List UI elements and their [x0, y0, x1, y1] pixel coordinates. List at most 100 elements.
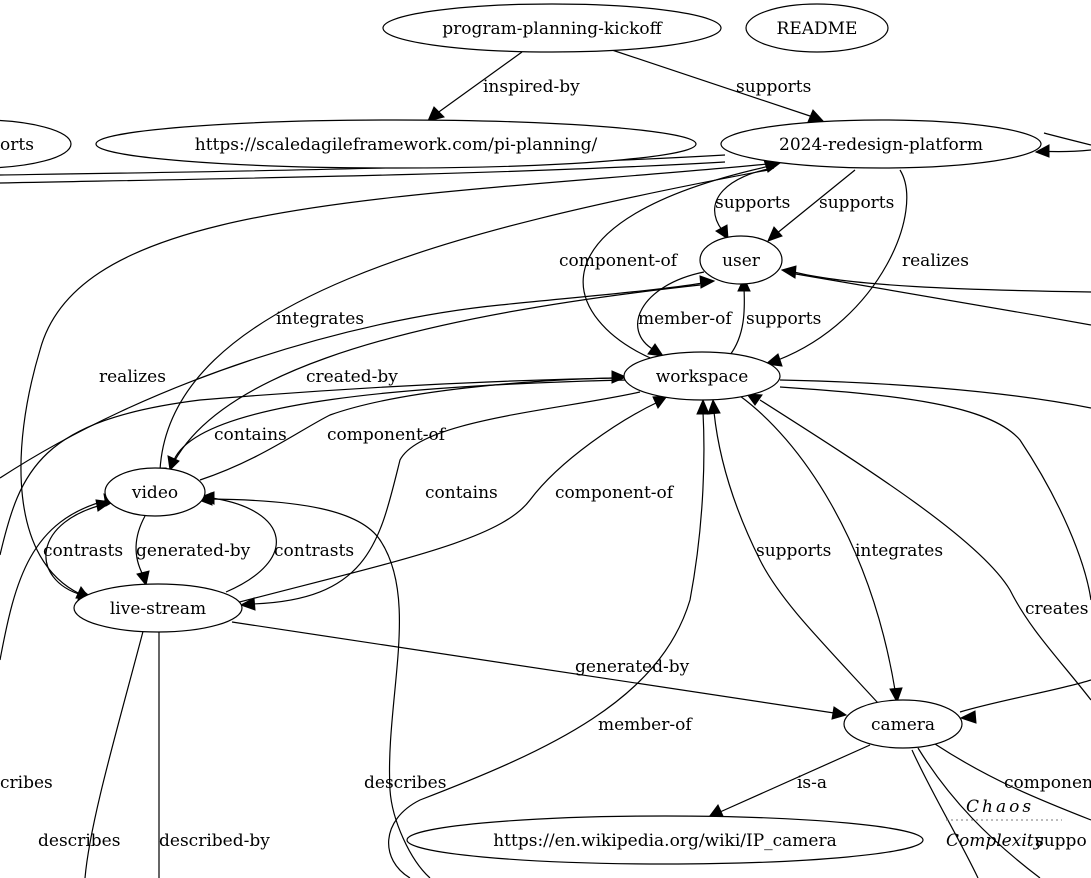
arrowhead — [647, 343, 665, 357]
edges — [0, 49, 1091, 878]
node-pi-planning-url[interactable]: https://scaledagileframework.com/pi-plan… — [95, 119, 697, 169]
edge-right-user-2[interactable] — [789, 272, 1091, 326]
label-supports-kickoff-platform: supports — [736, 77, 811, 97]
arrowhead — [764, 353, 783, 367]
node-label-ip-camera-url: https://en.wikipedia.org/wiki/IP_camera — [493, 831, 837, 851]
node-ellipse — [95, 119, 697, 169]
arrowhead — [652, 395, 669, 409]
node-label-redesign-platform: 2024-redesign-platform — [779, 135, 983, 155]
edge-camera-suppo-1[interactable] — [917, 747, 1041, 878]
label-inspired-by: inspired-by — [483, 77, 580, 97]
edge-right-user-1[interactable] — [793, 271, 1091, 293]
edge-camera-suppo-2[interactable] — [911, 749, 979, 878]
label-realizes-platform-workspace: realizes — [902, 251, 969, 271]
node-redesign-platform[interactable]: 2024-redesign-platform — [720, 119, 1042, 169]
label-realizes-left: realizes — [99, 367, 166, 387]
node-readme[interactable]: README — [745, 3, 889, 53]
label-suppo-right: suppo — [1035, 831, 1087, 851]
node-ellipse — [745, 3, 889, 53]
label-created-by: created-by — [306, 367, 398, 387]
edge-right-workspace-2[interactable] — [959, 679, 1091, 713]
label-component-of-video-workspace: component-of — [327, 425, 447, 445]
label-component-of-workspace-platform: component-of — [559, 251, 679, 271]
label-is-a: is-a — [797, 773, 827, 793]
label-supports-workspace-user: supports — [746, 309, 821, 329]
node-label-readme: README — [777, 19, 858, 39]
node-ellipse — [843, 699, 963, 749]
label-described-by: described-by — [159, 831, 270, 851]
edge-creates[interactable] — [759, 399, 1091, 701]
node-camera[interactable]: camera — [843, 699, 963, 749]
arrowhead — [745, 393, 763, 406]
node-ellipse — [382, 3, 722, 53]
label-describes-center: describes — [364, 773, 446, 793]
edge-component-of-video-workspace[interactable] — [199, 377, 613, 481]
edge-member-of-bottom[interactable] — [388, 411, 705, 878]
edge-camera-component[interactable] — [934, 743, 1091, 821]
edge-left-workspace[interactable] — [0, 377, 615, 556]
edge-member-of-user-workspace[interactable] — [637, 271, 705, 351]
edge-integrates-workspace-camera[interactable] — [739, 395, 896, 691]
label-integrates-platform-video: integrates — [276, 309, 364, 329]
label-component-of-live-workspace: component-of — [555, 483, 675, 503]
label-creates: creates — [1025, 599, 1088, 619]
arrowhead — [831, 706, 848, 720]
edge-realizes-platform-workspace[interactable] — [777, 169, 908, 361]
edge-component-of-live-workspace[interactable] — [231, 401, 659, 605]
node-live-stream[interactable]: live-stream — [73, 583, 243, 633]
edge-is-a[interactable] — [719, 744, 871, 813]
node-ellipse — [104, 467, 206, 517]
edge-supports-platform-user-b[interactable] — [775, 169, 856, 235]
edge-platform-left-2[interactable] — [0, 161, 726, 184]
edge-supports-workspace-user[interactable] — [729, 287, 745, 356]
arrowhead — [197, 492, 213, 506]
arrowhead — [715, 224, 729, 240]
arrowhead — [239, 597, 256, 611]
edge-contrasts-b[interactable] — [211, 497, 277, 593]
edge-right-platform-2[interactable] — [1043, 132, 1091, 146]
edge-right-workspace-1[interactable] — [779, 379, 1091, 409]
edge-inspired-by[interactable] — [435, 51, 523, 115]
edge-created-by-video-user[interactable] — [165, 284, 701, 481]
nodes: program-planning-kickoff README orts htt… — [0, 3, 1042, 865]
edge-workspace-right-camera[interactable] — [779, 386, 1091, 601]
node-video[interactable]: video — [104, 467, 206, 517]
node-workspace[interactable]: workspace — [623, 351, 781, 401]
label-contrasts-b: contrasts — [274, 541, 354, 561]
edge-generated-by-video-live[interactable] — [135, 515, 146, 576]
label-generated-by-video-live: generated-by — [136, 541, 251, 561]
arrowhead — [136, 570, 150, 587]
node-ip-camera-url[interactable]: https://en.wikipedia.org/wiki/IP_camera — [406, 815, 924, 865]
arrowhead — [767, 226, 783, 242]
arrowhead — [807, 109, 825, 123]
label-member-of-user-workspace: member-of — [638, 309, 733, 329]
node-user[interactable]: user — [699, 235, 783, 285]
label-supports-camera-workspace: supports — [756, 541, 831, 561]
node-label-pi-planning-url: https://scaledagileframework.com/pi-plan… — [195, 135, 598, 155]
edge-describes-live[interactable] — [84, 619, 147, 878]
edge-contains-workspace-live[interactable] — [251, 391, 641, 605]
edge-generated-by-live-camera[interactable] — [231, 621, 835, 714]
arrowhead — [167, 455, 180, 472]
node-label-ports-partial: orts — [0, 135, 34, 155]
edge-realizes-platform-live[interactable] — [20, 163, 769, 595]
label-contains-workspace-live: contains — [425, 483, 498, 503]
edge-contrasts-a[interactable] — [45, 502, 111, 596]
edge-describes-video[interactable] — [209, 498, 431, 878]
node-ellipse — [720, 119, 1042, 169]
node-label-workspace: workspace — [656, 367, 749, 387]
node-ports-partial[interactable]: orts — [0, 119, 72, 169]
arrowhead — [707, 398, 721, 415]
edge-component-of-workspace-platform[interactable] — [582, 165, 771, 361]
node-program-planning-kickoff[interactable]: program-planning-kickoff — [382, 3, 722, 53]
edge-supports-kickoff-platform[interactable] — [611, 49, 814, 118]
node-ellipse — [0, 119, 72, 169]
edge-supports-camera-workspace[interactable] — [713, 411, 879, 704]
edge-contains-workspace-video[interactable] — [173, 379, 627, 461]
edge-realizes-left-user[interactable] — [0, 282, 704, 479]
node-label-program-planning-kickoff: program-planning-kickoff — [442, 19, 663, 39]
edge-labels: inspired-by supports supports supports c… — [0, 77, 1091, 851]
label-contrasts-a: contrasts — [43, 541, 123, 561]
label-member-of-bottom: member-of — [598, 715, 693, 735]
edge-left-video[interactable] — [0, 499, 109, 661]
